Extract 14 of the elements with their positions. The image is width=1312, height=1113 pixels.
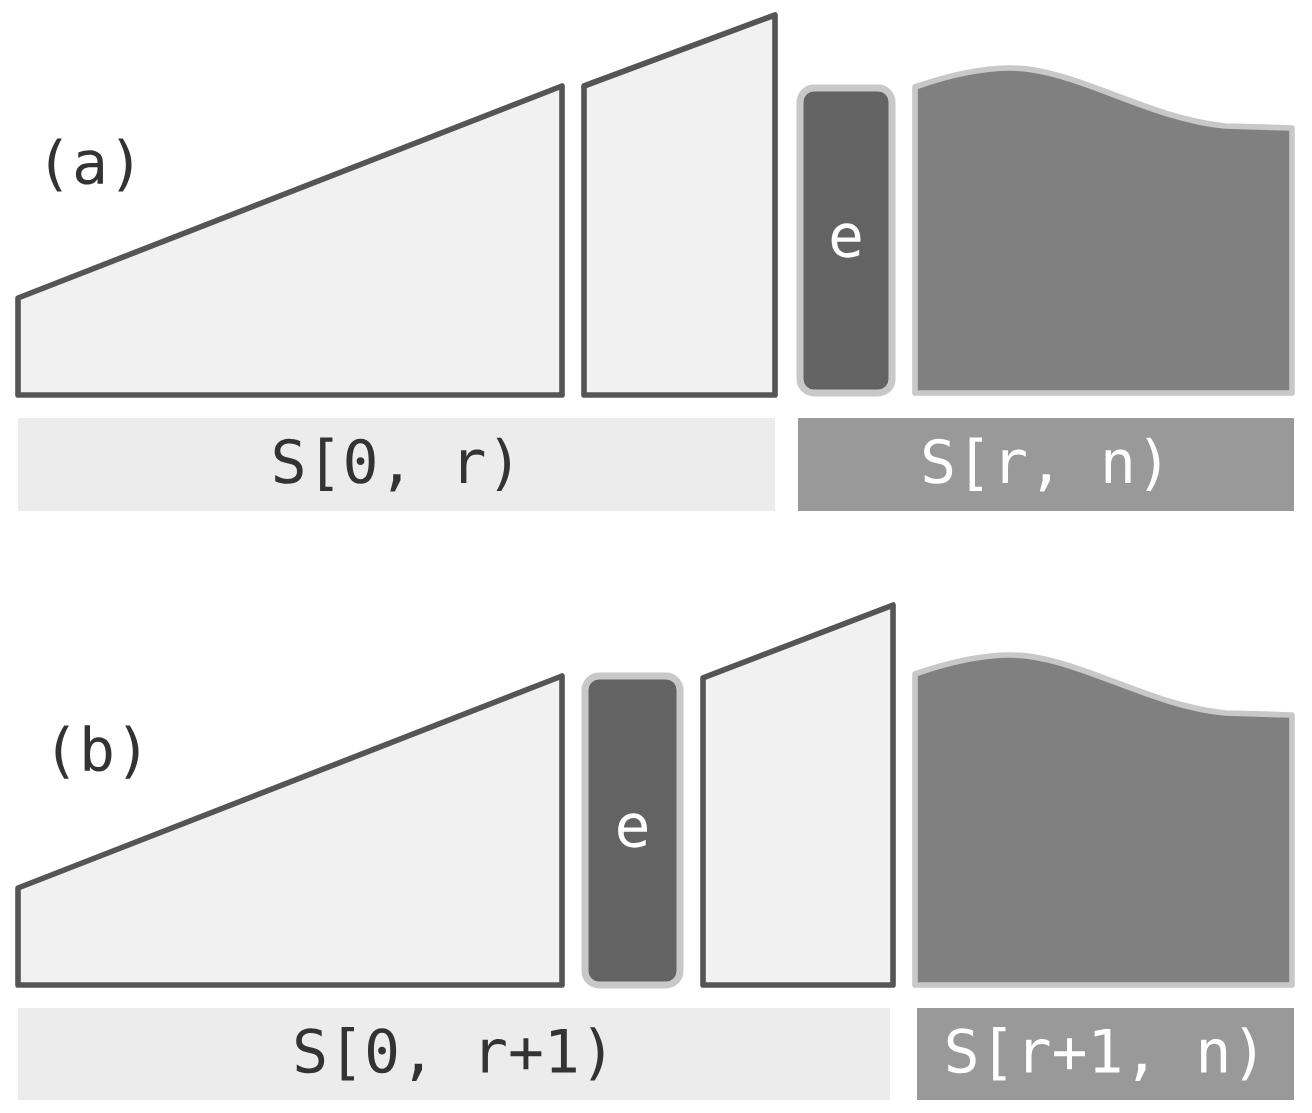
element-box: e <box>581 672 684 989</box>
trapezoid-block <box>581 12 778 398</box>
range-bar: S[0, r+1) <box>18 1008 890 1100</box>
element-box: e <box>796 84 896 397</box>
trapezoid-block <box>15 83 565 398</box>
panel-label: (a) <box>48 138 132 192</box>
curved-block <box>912 652 1295 988</box>
range-bar: S[0, r) <box>18 418 775 511</box>
trapezoid-block <box>700 602 896 988</box>
range-bar: S[r, n) <box>798 418 1294 511</box>
range-bar: S[r+1, n) <box>917 1008 1294 1100</box>
panel-label: (b) <box>55 725 139 779</box>
curved-block <box>912 65 1295 396</box>
trapezoid-block <box>15 673 565 988</box>
